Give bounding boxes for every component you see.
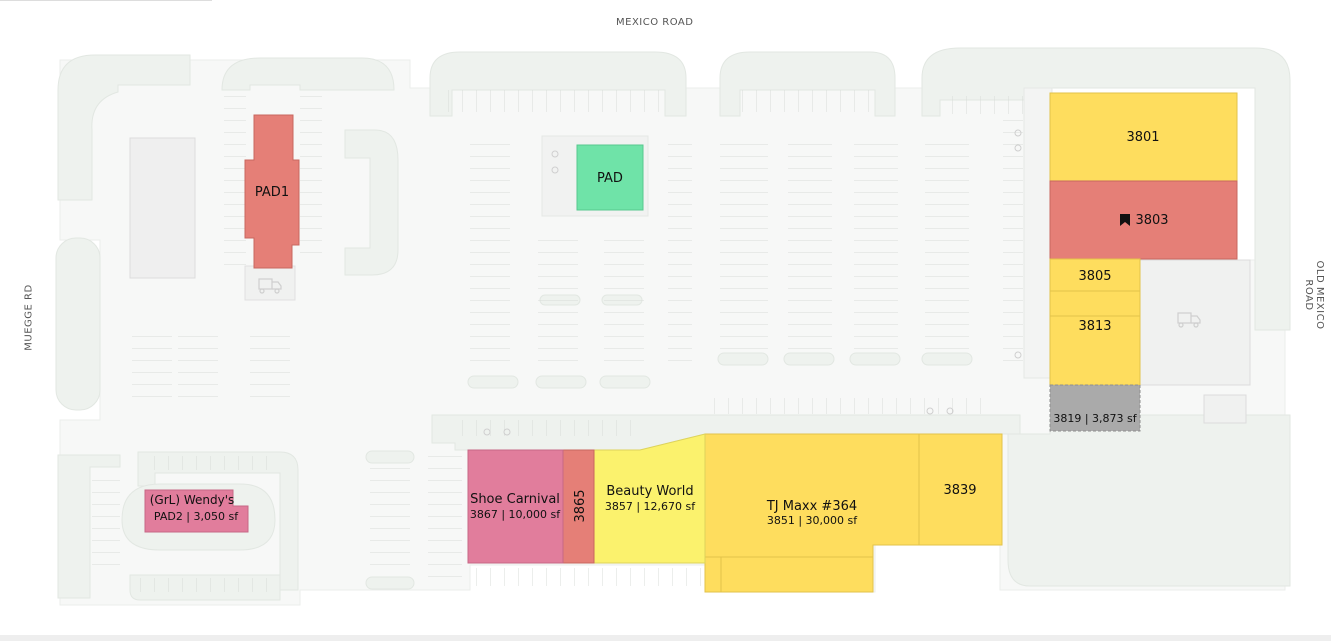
accessible-icon	[483, 129, 1022, 436]
truck-icon	[258, 278, 282, 294]
unit-3813-label: 3813	[1078, 319, 1111, 334]
unit-3803[interactable]: 3803	[1049, 180, 1238, 260]
unit-wendys-detail: PAD2 | 3,050 sf	[154, 510, 239, 523]
unit-3813[interactable]: 3813	[1049, 290, 1141, 386]
unit-3819-label: 3819 | 3,873 sf	[1053, 412, 1137, 425]
road-label-north: MEXICO ROAD	[616, 17, 694, 28]
unit-3805[interactable]: 3805	[1049, 258, 1141, 292]
unit-3819[interactable]: 3819 | 3,873 sf	[1049, 384, 1141, 432]
parking-stalls	[92, 90, 1028, 592]
unit-shoe-carnival[interactable]: Shoe Carnival 3867 | 10,000 sf	[467, 449, 564, 564]
unit-3803-label: 3803	[1135, 213, 1168, 228]
bottom-bar	[0, 635, 1331, 641]
unit-pad1-label: PAD1	[255, 185, 289, 200]
unit-3865-label: 3865	[573, 489, 588, 522]
unit-pad-label: PAD	[597, 171, 623, 186]
unit-shoe-label: Shoe Carnival	[470, 492, 560, 507]
bookmark-icon	[1120, 214, 1130, 226]
unit-3801-label: 3801	[1126, 130, 1159, 145]
unit-3839[interactable]: 3839	[918, 433, 1003, 546]
unit-wendys-label: (GrL) Wendy's	[150, 493, 235, 507]
top-divider	[0, 0, 212, 1]
truck-icon	[1177, 312, 1201, 328]
unit-tjmaxx-detail: 3851 | 30,000 sf	[767, 514, 858, 527]
unit-shoe-detail: 3867 | 10,000 sf	[470, 508, 561, 521]
unit-3801[interactable]: 3801	[1049, 92, 1238, 182]
unit-3865[interactable]: 3865	[562, 449, 595, 564]
unit-wendys[interactable]: (GrL) Wendy's PAD2 | 3,050 sf	[144, 489, 249, 533]
unit-3805-label: 3805	[1078, 269, 1111, 284]
road-label-east: OLD MEXICO ROAD	[1303, 260, 1325, 330]
unit-beauty-label: Beauty World	[606, 484, 693, 499]
unit-beauty-detail: 3857 | 12,670 sf	[605, 500, 696, 513]
unit-pad[interactable]: PAD	[576, 144, 644, 211]
unit-3839-label: 3839	[943, 483, 976, 498]
unit-beauty-world[interactable]: Beauty World 3857 | 12,670 sf	[593, 433, 706, 564]
unit-tjmaxx-label: TJ Maxx #364	[766, 499, 857, 514]
road-label-west: MUEGGE RD	[23, 284, 35, 351]
unit-pad1[interactable]: PAD1	[244, 114, 300, 269]
unit-tjmaxx[interactable]: TJ Maxx #364 3851 | 30,000 sf	[704, 433, 920, 593]
